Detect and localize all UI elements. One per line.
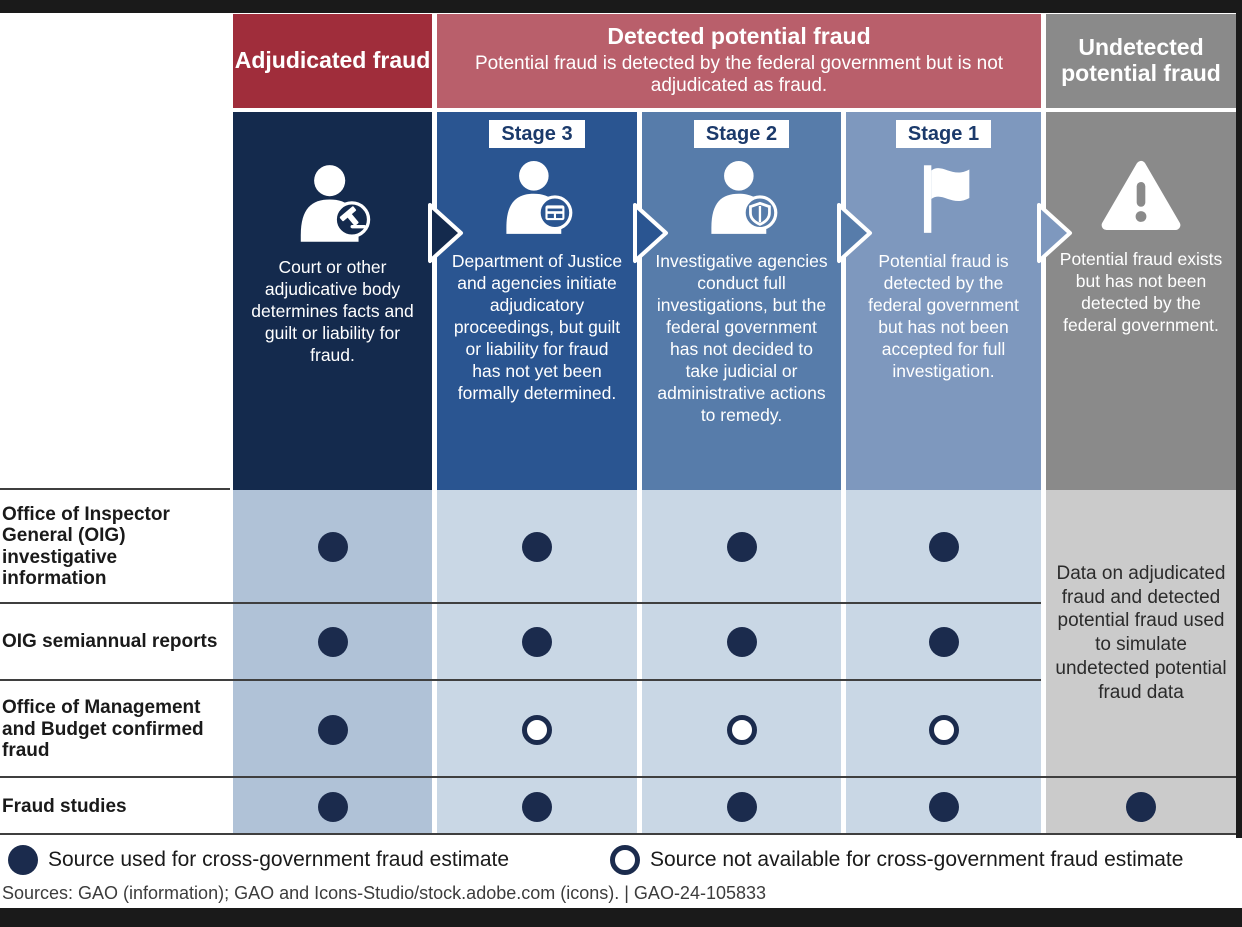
stage-description: Court or other adjudicative body determi… [251, 257, 414, 366]
stage-label: Stage 3 [489, 120, 585, 148]
undetected-data-note: Data on adjudicated fraud and detected p… [1046, 490, 1236, 776]
matrix-cell [642, 490, 841, 603]
row-label-oig-investigative-information: Office of Inspector General (OIG) invest… [2, 503, 170, 589]
header-adjudicated-fraud: Adjudicated fraud [233, 14, 432, 108]
stage-description: Potential fraud exists but has not been … [1059, 249, 1223, 336]
matrix-cell [846, 603, 1041, 681]
matrix-cell [233, 603, 432, 681]
dot-marker [726, 531, 757, 562]
legend-label: Source used for cross-government fraud e… [48, 848, 510, 871]
row-label-oig-semiannual-reports: OIG semiannual reports [2, 631, 218, 653]
legend-item-source-not-available: Source not available for cross-governmen… [610, 845, 1183, 875]
header-detected-potential-fraud: Detected potential fraud Potential fraud… [437, 14, 1041, 108]
bottom-frame-bar [0, 908, 1242, 927]
matrix-cell [437, 490, 637, 603]
stage-description: Department of Justice and agencies initi… [451, 251, 623, 404]
flow-arrow-icon [633, 203, 668, 263]
dot-marker [1126, 791, 1156, 822]
stage-description: Potential fraud is detected by the feder… [868, 251, 1019, 382]
row-divider [0, 679, 1041, 681]
row-divider [0, 602, 1041, 604]
dot-marker [317, 714, 348, 745]
column-stage-1: Stage 1 Potential fraud is detected by t… [846, 112, 1041, 490]
filled-dot-icon [8, 845, 38, 875]
open-dot-icon [610, 845, 640, 875]
header-title: Undetected potential fraud [1061, 34, 1221, 86]
dot-marker [726, 627, 757, 657]
row-divider [0, 833, 1236, 835]
dot-marker [522, 714, 552, 745]
column-adjudicated: Court or other adjudicative body determi… [233, 112, 432, 490]
sources-line: Sources: GAO (information); GAO and Icon… [2, 883, 767, 903]
header-undetected-potential-fraud: Undetected potential fraud [1046, 14, 1236, 108]
matrix-cell [846, 681, 1041, 778]
warning-triangle-icon [1100, 152, 1182, 240]
stage-label: Stage 1 [895, 120, 992, 148]
matrix-cell [642, 681, 841, 778]
matrix-cell [233, 490, 432, 603]
row-divider [0, 488, 230, 490]
dot-marker [928, 627, 959, 657]
matrix-cell [846, 490, 1041, 603]
flow-arrow-icon [1037, 203, 1072, 263]
stage-label: Stage 2 [693, 120, 790, 148]
dot-marker [317, 531, 348, 562]
dot-marker [726, 791, 757, 822]
dot-marker [522, 791, 552, 822]
dot-marker [522, 531, 552, 562]
header-subtitle: Potential fraud is detected by the feder… [474, 52, 1004, 97]
flag-icon [906, 154, 982, 242]
column-stage-3: Stage 3 Department of Justice and agenci… [437, 112, 637, 490]
flow-arrow-icon [428, 203, 463, 263]
stage-description: Investigative agencies conduct full inve… [655, 251, 828, 426]
legend-item-source-used: Source used for cross-government fraud e… [8, 845, 509, 875]
matrix-cell [642, 778, 841, 835]
header-title: Detected potential fraud [607, 22, 871, 49]
row-label-fraud-studies: Fraud studies [2, 795, 127, 817]
row-label-omb-confirmed-fraud: Office of Management and Budget confirme… [2, 697, 204, 762]
dot-marker [726, 714, 757, 745]
top-frame-bar [0, 0, 1242, 13]
column-undetected: Potential fraud exists but has not been … [1046, 112, 1236, 490]
matrix-cell [642, 603, 841, 681]
matrix-cell [437, 778, 637, 835]
person-gavel-icon [293, 160, 373, 248]
matrix-cell [437, 603, 637, 681]
matrix-cell [233, 681, 432, 778]
dot-marker [928, 531, 959, 562]
dot-marker [317, 627, 348, 657]
right-frame-bar [1236, 13, 1242, 838]
matrix-cell [846, 778, 1041, 835]
matrix-cell [233, 778, 432, 835]
legend-label: Source not available for cross-governmen… [650, 848, 1184, 871]
dot-marker [928, 791, 959, 822]
person-document-icon [499, 154, 575, 242]
dot-marker [317, 791, 348, 822]
matrix-cell [1046, 778, 1236, 835]
flow-arrow-icon [837, 203, 872, 263]
header-title: Adjudicated fraud [234, 47, 431, 74]
column-stage-2: Stage 2 Investigative agencies conduct f… [642, 112, 841, 490]
dot-marker [522, 627, 552, 657]
dot-marker [928, 714, 959, 745]
row-divider [0, 776, 1236, 778]
matrix-cell [437, 681, 637, 778]
person-shield-icon [704, 154, 780, 242]
